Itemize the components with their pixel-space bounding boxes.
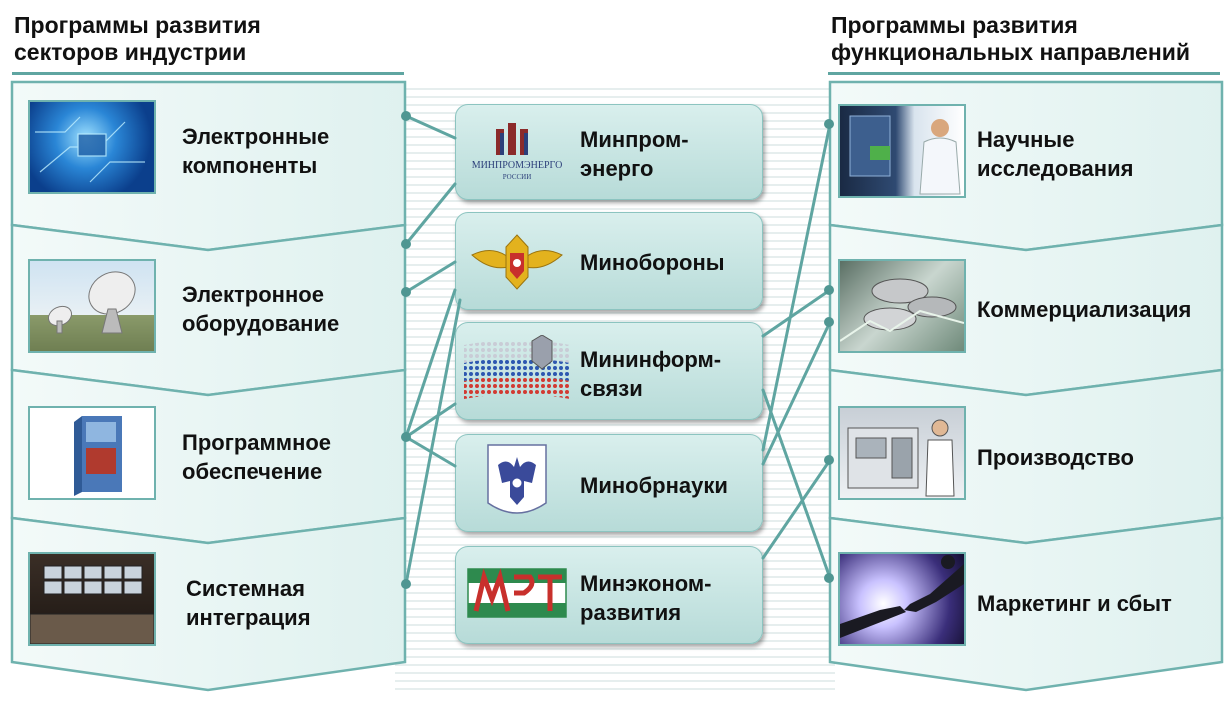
ministry-box-minoborony: Минобороны bbox=[455, 212, 763, 310]
right-header: Программы развития функциональных направ… bbox=[831, 12, 1191, 65]
state-emblem-eagle-icon bbox=[462, 443, 572, 514]
factory-machine-photo bbox=[838, 406, 966, 500]
handshake-photo bbox=[838, 552, 966, 646]
software-box-photo bbox=[28, 406, 156, 500]
sector-label-electronic-components: Электронные компоненты bbox=[182, 124, 330, 178]
lab-research-photo bbox=[838, 104, 966, 198]
ministry-label-minekonomrazvitiya: Минэконом- развития bbox=[580, 571, 712, 625]
minpromenergo-logo-text: МИНПРОМЭНЕРГО bbox=[472, 160, 563, 171]
direction-label-commercialization: Коммерциализация bbox=[977, 297, 1192, 322]
sector-label-software: Программное обеспечение bbox=[182, 430, 332, 484]
ministry-label-mininformsvyazi: Мининформ- связи bbox=[580, 347, 722, 401]
minpromenergo-logo-sub: РОССИИ bbox=[503, 173, 532, 181]
ministry-box-minekonomrazvitiya: Минэконом- развития bbox=[455, 546, 763, 644]
circuit-board-photo bbox=[28, 100, 156, 194]
left-header-underline bbox=[12, 72, 404, 75]
coins-photo bbox=[838, 259, 966, 353]
direction-label-marketing: Маркетинг и сбыт bbox=[977, 591, 1172, 616]
ministry-box-mininformsvyazi: Мининформ- связи bbox=[455, 322, 763, 420]
ministry-label-minobrnauki: Минобрнауки bbox=[580, 473, 728, 498]
flag-dots-eagle-icon bbox=[462, 334, 572, 399]
ministry-box-minpromenergo: МИНПРОМЭНЕРГО РОССИИ Минпром- энерго bbox=[455, 104, 763, 200]
sector-label-electronic-equipment: Электронное оборудование bbox=[182, 282, 340, 336]
ministry-label-minpromenergo: Минпром- энерго bbox=[580, 127, 689, 181]
minpromenergo-logo-icon: МИНПРОМЭНЕРГО РОССИИ bbox=[462, 119, 572, 181]
mert-logo-icon bbox=[462, 565, 572, 627]
right-header-underline bbox=[828, 72, 1220, 75]
sector-label-system-integration: Системная интеграция bbox=[186, 576, 311, 630]
ministry-box-minobrnauki: Минобрнауки bbox=[455, 434, 763, 532]
control-room-photo bbox=[28, 552, 156, 646]
ministry-label-minoborony: Минобороны bbox=[580, 250, 725, 275]
satellite-dish-photo bbox=[28, 259, 156, 353]
direction-label-research: Научные исследования bbox=[977, 127, 1134, 181]
double-headed-eagle-gold-icon bbox=[462, 227, 572, 290]
left-header: Программы развития секторов индустрии bbox=[14, 12, 261, 65]
direction-label-production: Производство bbox=[977, 445, 1134, 470]
